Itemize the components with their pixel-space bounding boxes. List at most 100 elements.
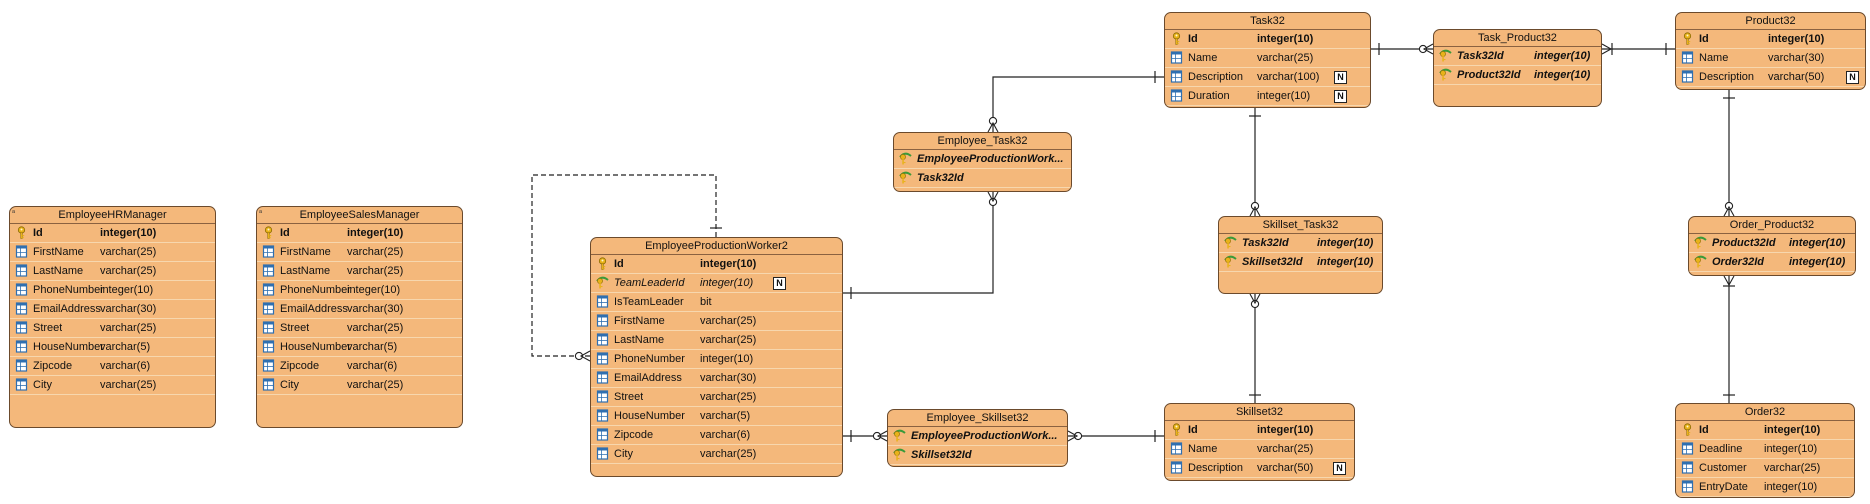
column-type: bit <box>700 296 712 308</box>
optional-mark <box>574 351 584 361</box>
column-row[interactable]: EmployeeProductionWork... <box>894 150 1071 169</box>
foreign-key-icon <box>1694 236 1707 249</box>
column-name: Name <box>1699 52 1729 64</box>
column-name: Id <box>33 227 43 239</box>
column-name: Task32Id <box>1242 237 1289 249</box>
column-name: LastName <box>33 265 84 277</box>
primary-key-icon <box>1172 423 1181 436</box>
column-name: Deadline <box>1699 443 1743 455</box>
column-icon <box>15 245 28 258</box>
foreign-key-icon <box>1439 68 1452 81</box>
column-icon <box>262 264 275 277</box>
column-name: HouseNumber <box>614 410 685 422</box>
column-row[interactable]: EmployeeProductionWork... <box>888 427 1067 446</box>
many-mark <box>876 430 888 442</box>
column-name: LastName <box>280 265 331 277</box>
column-icon <box>1681 70 1694 83</box>
column-row[interactable]: Task32Id <box>894 169 1071 188</box>
entity-title-label: Skillset32 <box>1235 406 1284 418</box>
column-row[interactable]: LastName varchar(25) <box>10 262 215 281</box>
nullable-badge: N <box>1846 71 1859 84</box>
column-type: varchar(25) <box>100 265 157 277</box>
column-name: EmailAddress <box>614 372 682 384</box>
column-name: EmployeeProductionWork... <box>917 153 1064 165</box>
column-icon <box>1170 442 1183 455</box>
column-type: integer(10) <box>1764 424 1821 436</box>
column-type: integer(10) <box>1789 256 1846 268</box>
entity-title-label: Task_Product32 <box>1478 32 1557 44</box>
column-type: integer(10) <box>1764 481 1818 493</box>
column-name: Description <box>1188 71 1244 83</box>
column-name: Id <box>280 227 290 239</box>
entity-title: Skillset_Task32 <box>1219 217 1382 234</box>
foreign-key-icon <box>893 429 906 442</box>
column-name: Description <box>1699 71 1755 83</box>
column-icon <box>15 378 28 391</box>
column-type: varchar(30) <box>347 303 404 315</box>
column-name: LastName <box>614 334 665 346</box>
column-name: FirstName <box>614 315 665 327</box>
column-row[interactable]: Skillset32Id <box>888 446 1067 465</box>
